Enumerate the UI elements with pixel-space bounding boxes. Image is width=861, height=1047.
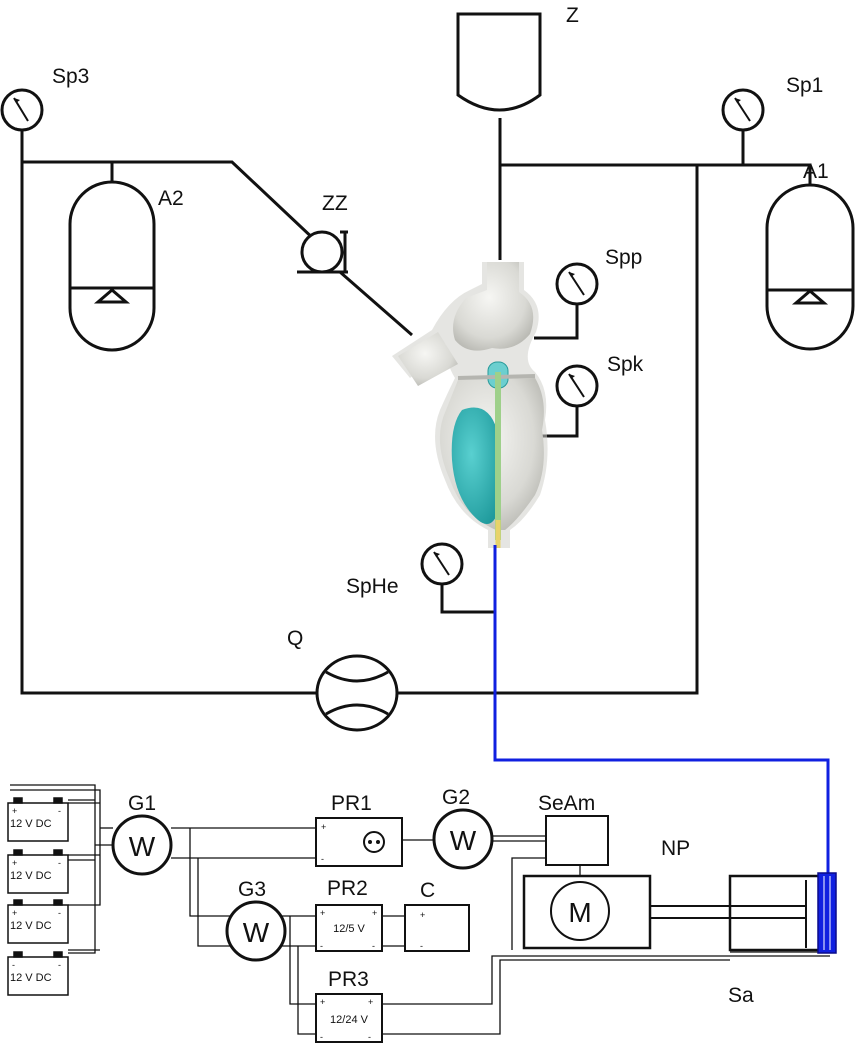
battery-pack <box>7 797 69 996</box>
accumulator-a2 <box>68 180 156 352</box>
svg-text:+: + <box>368 997 373 1007</box>
accumulator-a1 <box>765 183 855 351</box>
svg-text:-: - <box>321 854 324 864</box>
battery-1 <box>7 797 69 842</box>
svg-text:+: + <box>12 858 17 868</box>
svg-text:-: - <box>420 941 423 951</box>
battery-label: 12 V DC <box>10 920 52 932</box>
label-q: Q <box>287 627 303 650</box>
left-pipe <box>20 130 318 695</box>
controller-seam <box>545 815 609 866</box>
converter-pr1: + - <box>315 817 403 867</box>
gauge-sphe <box>420 542 464 586</box>
gauge-spk <box>555 364 599 408</box>
top-right-pipe <box>498 163 812 260</box>
gauge-spp <box>555 262 599 306</box>
hydraulic-circuit <box>20 118 812 695</box>
svg-text:+: + <box>320 908 325 918</box>
wattmeter-g3: W <box>225 900 287 962</box>
svg-text:+: + <box>12 908 17 918</box>
label-np: NP <box>661 837 690 860</box>
zz-to-heart-pipe <box>339 270 413 337</box>
label-pr1: PR1 <box>331 792 372 815</box>
svg-text:-: - <box>320 941 323 951</box>
svg-text:W: W <box>129 831 156 862</box>
svg-text:-: - <box>372 941 375 951</box>
svg-text:W: W <box>243 917 270 948</box>
label-pr2: PR2 <box>327 877 368 900</box>
svg-text:+: + <box>420 910 425 920</box>
svg-text:-: - <box>58 858 61 868</box>
label-g1: G1 <box>128 792 156 815</box>
reservoir-z <box>456 12 542 112</box>
label-zz: ZZ <box>322 192 348 215</box>
label-seam: SeAm <box>538 792 595 815</box>
label-sa: Sa <box>728 984 754 1007</box>
svg-text:-: - <box>58 908 61 918</box>
wattmeter-g2: W <box>432 808 494 870</box>
label-pr3: PR3 <box>328 968 369 991</box>
motor-m: M <box>568 897 591 928</box>
converter-pr2: + + - - 12/5 V <box>315 904 383 952</box>
svg-text:+: + <box>320 997 325 1007</box>
label-a1: A1 <box>803 160 829 183</box>
label-g3: G3 <box>238 878 266 901</box>
svg-text:W: W <box>450 825 477 856</box>
svg-text:-: - <box>320 1032 323 1042</box>
svg-text:-: - <box>368 1032 371 1042</box>
wattmeter-g1: W <box>111 814 173 876</box>
battery-labels: 12 V DC 12 V DC 12 V DC 12 V DC + - + - … <box>10 806 61 984</box>
pr2-rating: 12/5 V <box>333 923 365 935</box>
battery-label: 12 V DC <box>10 870 52 882</box>
battery-label: 12 V DC <box>10 972 52 984</box>
label-sphe: SpHe <box>346 575 399 598</box>
label-sp3: Sp3 <box>52 65 89 88</box>
gauge-sp3 <box>0 88 44 132</box>
label-g2: G2 <box>442 786 470 809</box>
gauge-sp1 <box>721 88 765 132</box>
pr3-rating: 12/24 V <box>330 1014 369 1026</box>
svg-text:-: - <box>12 960 15 970</box>
valve-zz <box>297 230 348 274</box>
label-z: Z <box>566 4 579 27</box>
label-spp: Spp <box>605 246 642 269</box>
battery-2 <box>7 849 69 894</box>
label-c: C <box>420 879 435 902</box>
label-sp1: Sp1 <box>786 74 823 97</box>
converter-pr3: + + - - 12/24 V <box>315 993 383 1043</box>
electrical-wiring <box>10 784 830 1035</box>
svg-text:+: + <box>321 822 326 832</box>
label-spk: Spk <box>607 353 644 376</box>
heart-model <box>392 262 548 548</box>
top-left-pipe <box>22 160 320 245</box>
svg-text:-: - <box>58 960 61 970</box>
svg-text:+: + <box>12 806 17 816</box>
svg-text:-: - <box>58 806 61 816</box>
battery-3 <box>7 899 69 944</box>
blue-pressure-line <box>493 545 830 950</box>
svg-text:+: + <box>372 908 377 918</box>
component-c: + - <box>404 904 470 952</box>
battery-label: 12 V DC <box>10 818 52 830</box>
actuator-sa <box>650 872 837 954</box>
pump-q <box>315 654 399 732</box>
battery-4 <box>7 951 69 996</box>
label-a2: A2 <box>158 187 184 210</box>
motor-np: M <box>522 874 652 950</box>
